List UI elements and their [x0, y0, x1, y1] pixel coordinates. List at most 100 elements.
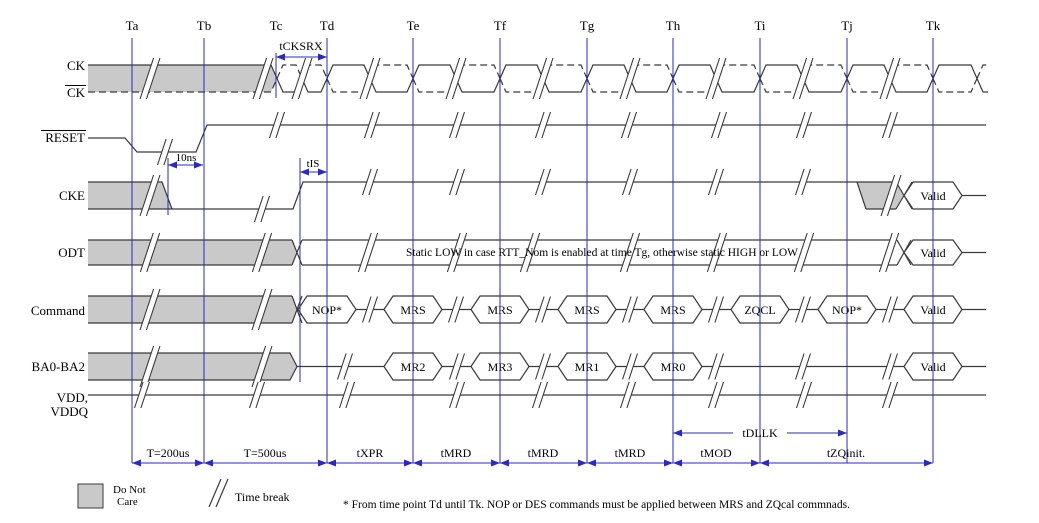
break-mark [368, 296, 379, 323]
break-gap [882, 353, 898, 380]
break-gap [446, 58, 466, 99]
clock-eye-lower [455, 78, 501, 93]
break-mark [801, 353, 812, 380]
annotation-tis: tIS [307, 158, 320, 170]
break-mark [795, 111, 806, 139]
time-break-icon [215, 478, 229, 508]
break-gap [449, 382, 465, 408]
break-mark [257, 288, 273, 331]
command-dont-care-region [88, 296, 297, 323]
legend-dont-care-1: Do Not [113, 484, 146, 496]
break-gap [620, 382, 636, 408]
break-gap [708, 382, 724, 408]
break-gap [711, 112, 727, 138]
break-mark [145, 288, 161, 331]
break-mark [881, 381, 892, 409]
clock-eye-upper [672, 64, 717, 79]
measurement-tzqinit: tZQinit. [827, 446, 865, 460]
break-mark [343, 353, 354, 380]
arrowhead [578, 459, 587, 467]
break-mark [526, 232, 541, 273]
break-mark [448, 168, 459, 196]
break-mark [359, 57, 375, 100]
break-gap [707, 233, 727, 272]
arrowhead [404, 459, 413, 467]
break-gap [449, 169, 465, 195]
break-mark [628, 296, 639, 323]
break-gap [157, 139, 173, 165]
break-mark [888, 111, 899, 139]
break-mark [140, 381, 151, 409]
break-mark [538, 381, 549, 409]
break-mark [532, 57, 548, 100]
break-mark [145, 345, 161, 388]
break-mark [802, 111, 813, 139]
break-mark [139, 232, 154, 273]
break-mark [363, 111, 374, 139]
break-mark [619, 57, 635, 100]
break-gap [253, 58, 273, 99]
break-mark [297, 57, 313, 100]
break-mark [885, 232, 900, 273]
signal-waveforms [88, 64, 986, 396]
break-mark [268, 111, 279, 139]
break-mark [793, 232, 808, 273]
command-bus-left [88, 295, 303, 324]
clock-eye-lower [932, 78, 978, 93]
break-mark [711, 57, 727, 100]
break-mark [794, 296, 805, 323]
break-mark [534, 111, 545, 139]
break-mark [880, 174, 896, 217]
break-mark [802, 381, 813, 409]
arrowhead [168, 161, 177, 169]
break-mark [139, 57, 155, 100]
break-mark [628, 353, 639, 380]
break-mark [455, 111, 466, 139]
break-mark [713, 232, 728, 273]
annotation-tcksrx: tCKSRX [279, 39, 323, 53]
break-mark [338, 381, 349, 409]
clock-eye-lower [369, 78, 414, 93]
clock-eye-upper [586, 64, 631, 79]
break-mark [714, 353, 725, 380]
odt-static-note: Static LOW in case RTT_Nom is enabled at… [406, 247, 798, 259]
break-gap [794, 233, 814, 272]
break-mark [627, 111, 638, 139]
break-gap [252, 289, 272, 330]
break-gap [535, 169, 551, 195]
clock-eye-upper [846, 64, 891, 79]
break-mark [448, 353, 459, 380]
cke-dont-care-region [88, 182, 172, 209]
break-mark [146, 232, 161, 273]
break-mark [888, 353, 899, 380]
break-mark [139, 288, 155, 331]
time-label-tg: Tg [580, 18, 595, 33]
break-mark [541, 111, 552, 139]
break-gap [364, 112, 380, 138]
break-mark [792, 57, 808, 100]
break-gap [140, 346, 160, 387]
signal-label-cke: CKE [59, 188, 85, 203]
clock-eye-lower [802, 78, 848, 93]
time-break-icon [208, 478, 222, 508]
clock-eye-lower [976, 78, 988, 93]
arrowhead [194, 161, 203, 169]
break-gap [879, 233, 899, 272]
arrowhead [327, 459, 336, 467]
break-gap [249, 382, 265, 408]
measurement-t500us: T=500us [244, 446, 287, 460]
break-mark [534, 296, 545, 323]
odt-bus-left [88, 239, 303, 266]
break-gap [706, 58, 726, 99]
arrowhead [318, 53, 327, 61]
break-mark [620, 111, 631, 139]
break-mark [541, 353, 552, 380]
break-mark [260, 195, 271, 223]
break-gap [140, 289, 160, 330]
break-gap [292, 58, 312, 99]
break-mark [454, 296, 465, 323]
break-mark [800, 232, 815, 273]
break-mark [445, 57, 461, 100]
break-gap [622, 296, 638, 323]
break-mark [257, 345, 273, 388]
